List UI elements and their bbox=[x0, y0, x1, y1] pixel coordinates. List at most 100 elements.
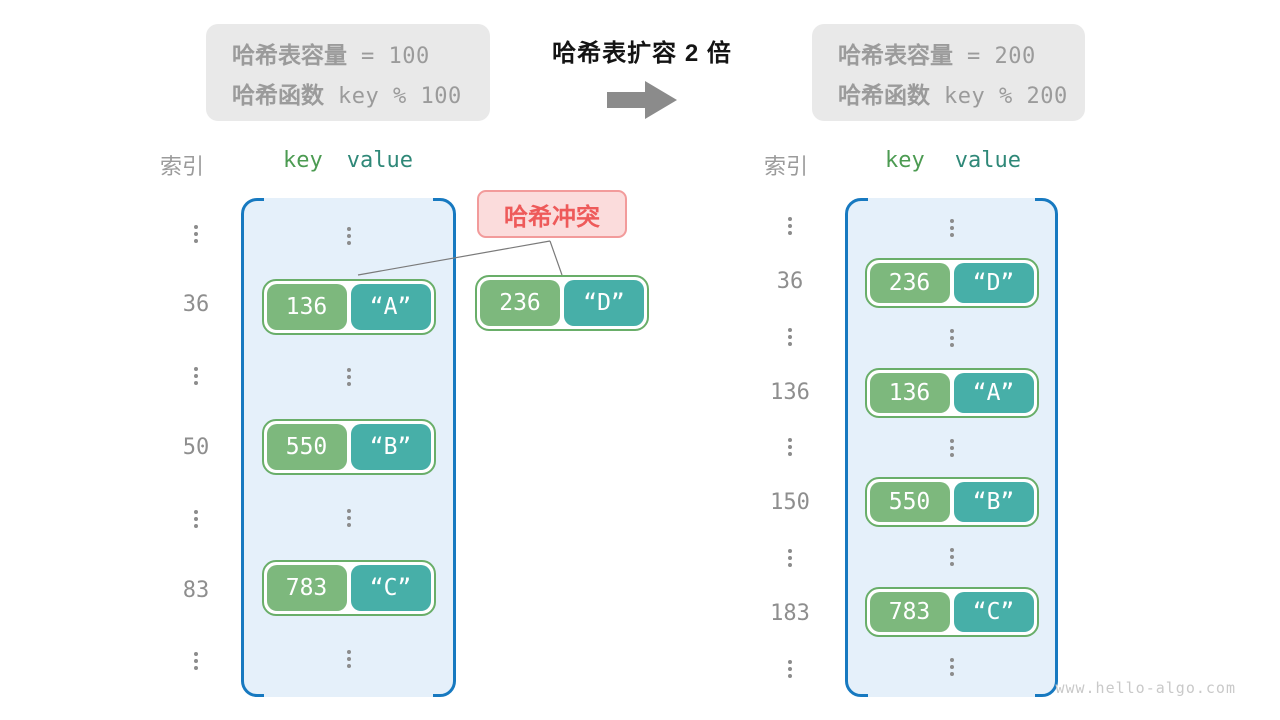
index-ellipsis bbox=[166, 626, 226, 697]
table-slot: 783“C” bbox=[244, 553, 453, 623]
index-value: 83 bbox=[182, 577, 210, 603]
index-label: 36 bbox=[166, 269, 226, 340]
index-value: 150 bbox=[770, 490, 810, 516]
ellipsis-icon bbox=[949, 219, 954, 238]
collision-pair: 236 “D” bbox=[475, 275, 649, 331]
key-header: key bbox=[283, 148, 323, 173]
pair-value: “C” bbox=[953, 591, 1034, 632]
capacity-label: 哈希表容量 bbox=[838, 41, 953, 68]
table-slot: 136“A” bbox=[244, 271, 453, 341]
index-ellipsis bbox=[760, 309, 820, 364]
pair-key: 550 bbox=[266, 424, 347, 471]
diagram-title: 哈希表扩容 2 倍 bbox=[552, 40, 732, 67]
kv-pair: 550“B” bbox=[261, 419, 436, 476]
index-label: 83 bbox=[166, 554, 226, 625]
collision-label: 哈希冲突 bbox=[477, 190, 627, 238]
pair-key: 136 bbox=[869, 372, 950, 413]
table-header-right: key value bbox=[885, 148, 1021, 173]
ellipsis-icon bbox=[194, 652, 198, 671]
table-slot: 550“B” bbox=[848, 475, 1055, 530]
kv-pair: 783“C” bbox=[261, 560, 436, 617]
capacity-box-before: 哈希表容量 = 100 哈希函数 key % 100 bbox=[206, 24, 490, 121]
index-label: 50 bbox=[166, 412, 226, 483]
ellipsis-icon bbox=[949, 548, 954, 567]
index-column-right: 36 136 150 183 bbox=[760, 198, 820, 697]
pair-value: “B” bbox=[953, 482, 1034, 523]
index-label: 36 bbox=[760, 253, 820, 308]
kv-pair: 136“A” bbox=[261, 278, 436, 335]
pair-key: 783 bbox=[266, 565, 347, 612]
ellipsis-icon bbox=[788, 438, 792, 457]
hash-function-line: 哈希函数 key % 200 bbox=[838, 76, 1085, 110]
index-ellipsis bbox=[166, 341, 226, 412]
index-value: 136 bbox=[770, 379, 810, 405]
table-slot bbox=[244, 342, 453, 412]
table-slot: 136“A” bbox=[848, 365, 1055, 420]
capacity-box-after: 哈希表容量 = 200 哈希函数 key % 200 bbox=[812, 24, 1085, 121]
ellipsis-icon bbox=[346, 508, 351, 527]
pair-value: “A” bbox=[350, 283, 431, 330]
capacity-line: 哈希表容量 = 100 bbox=[232, 36, 490, 70]
ellipsis-icon bbox=[346, 227, 351, 246]
ellipsis-icon bbox=[788, 660, 792, 679]
index-value: 50 bbox=[182, 434, 210, 460]
ellipsis-icon bbox=[194, 224, 198, 243]
pair-value: “D” bbox=[564, 280, 644, 326]
pair-key: 236 bbox=[480, 280, 560, 326]
kv-pair: 783“C” bbox=[864, 586, 1039, 637]
pair-key: 550 bbox=[869, 482, 950, 523]
table-slot bbox=[244, 201, 453, 271]
ellipsis-icon bbox=[194, 367, 198, 386]
index-label: 150 bbox=[760, 475, 820, 530]
index-ellipsis bbox=[166, 198, 226, 269]
table-slot bbox=[244, 624, 453, 694]
pair-key: 236 bbox=[869, 263, 950, 304]
table-slot bbox=[244, 483, 453, 553]
ellipsis-icon bbox=[194, 509, 198, 528]
ellipsis-icon bbox=[346, 368, 351, 387]
pair-value: “D” bbox=[953, 263, 1034, 304]
kv-pair: 550“B” bbox=[864, 477, 1039, 528]
index-value: 36 bbox=[776, 268, 804, 294]
value-header: value bbox=[954, 148, 1021, 173]
pair-key: 136 bbox=[266, 283, 347, 330]
pair-value: “B” bbox=[350, 424, 431, 471]
table-slot bbox=[848, 201, 1055, 256]
hash-function-value: key % 100 bbox=[338, 83, 462, 109]
table-slot bbox=[848, 420, 1055, 475]
table-box-right: 236“D” 136“A” 550“B” 783“C” bbox=[845, 198, 1058, 697]
index-ellipsis bbox=[760, 420, 820, 475]
capacity-value: = 200 bbox=[967, 43, 1036, 69]
index-value: 36 bbox=[182, 292, 210, 318]
pair-value: “C” bbox=[350, 565, 431, 612]
kv-pair: 236“D” bbox=[864, 258, 1039, 309]
capacity-value: = 100 bbox=[361, 43, 430, 69]
index-column-left: 36 50 83 bbox=[166, 198, 226, 697]
hash-function-label: 哈希函数 bbox=[838, 81, 930, 108]
hash-function-value: key % 200 bbox=[944, 83, 1068, 109]
ellipsis-icon bbox=[949, 328, 954, 347]
hash-function-line: 哈希函数 key % 100 bbox=[232, 76, 490, 110]
index-label: 183 bbox=[760, 586, 820, 641]
ellipsis-icon bbox=[949, 438, 954, 457]
index-ellipsis bbox=[760, 531, 820, 586]
table-slot bbox=[848, 311, 1055, 366]
value-header: value bbox=[346, 148, 413, 173]
hash-function-label: 哈希函数 bbox=[232, 81, 324, 108]
index-value: 183 bbox=[770, 601, 810, 627]
capacity-label: 哈希表容量 bbox=[232, 41, 347, 68]
index-ellipsis bbox=[760, 642, 820, 697]
ellipsis-icon bbox=[346, 649, 351, 668]
index-header-left: 索引 bbox=[160, 154, 205, 179]
table-box-left: 136“A” 550“B” 783“C” bbox=[241, 198, 456, 697]
table-header-left: key value bbox=[283, 148, 413, 173]
table-slot: 783“C” bbox=[848, 584, 1055, 639]
index-ellipsis bbox=[760, 198, 820, 253]
index-header-right: 索引 bbox=[764, 154, 809, 179]
ellipsis-icon bbox=[788, 327, 792, 346]
table-slot bbox=[848, 530, 1055, 585]
expand-arrow-icon bbox=[607, 81, 677, 119]
table-slot: 550“B” bbox=[244, 412, 453, 482]
ellipsis-icon bbox=[788, 549, 792, 568]
